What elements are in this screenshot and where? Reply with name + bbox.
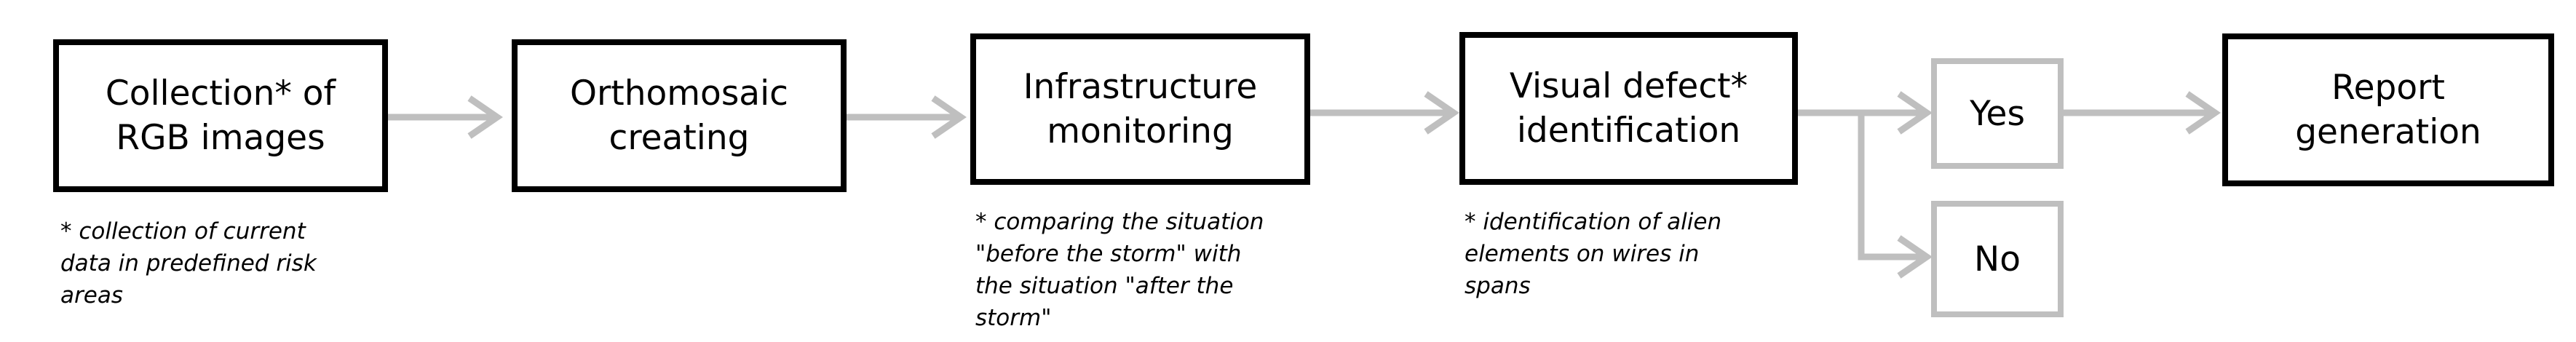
step-visual-defect-box: Visual defect* identification — [1459, 32, 1798, 185]
decision-yes-box: Yes — [1931, 58, 2064, 169]
step-infrastructure-box: Infrastructure monitoring — [970, 33, 1310, 185]
step-visual-defect-label: Visual defect* identification — [1509, 66, 1748, 151]
step-collection-box: Collection* of RGB images — [53, 39, 388, 192]
arrowhead-infrastructure — [931, 95, 967, 139]
connector-branch-to-no — [1858, 113, 1927, 261]
note-visual-defect: * identification of alien elements on wi… — [1465, 209, 1722, 299]
report-generation-label: Report generation — [2295, 68, 2481, 152]
arrowhead-report — [2185, 91, 2221, 135]
note-collection: * collection of current data in predefin… — [60, 218, 317, 309]
step-orthomosaic-box: Orthomosaic creating — [512, 39, 847, 192]
decision-no-box: No — [1931, 201, 2064, 317]
note-infrastructure: * comparing the situation "before the st… — [975, 209, 1264, 331]
arrowhead-visual-defect — [1424, 91, 1459, 135]
step-collection-label: Collection* of RGB images — [105, 73, 336, 158]
decision-no-label: No — [1974, 239, 2021, 279]
step-orthomosaic-label: Orthomosaic creating — [569, 73, 788, 158]
step-infrastructure-label: Infrastructure monitoring — [1023, 67, 1258, 151]
decision-yes-label: Yes — [1970, 93, 2025, 134]
arrowhead-orthomosaic — [467, 95, 503, 139]
report-generation-box: Report generation — [2222, 33, 2554, 186]
arrowhead-yes — [1897, 91, 1933, 135]
arrowhead-no — [1897, 235, 1933, 279]
